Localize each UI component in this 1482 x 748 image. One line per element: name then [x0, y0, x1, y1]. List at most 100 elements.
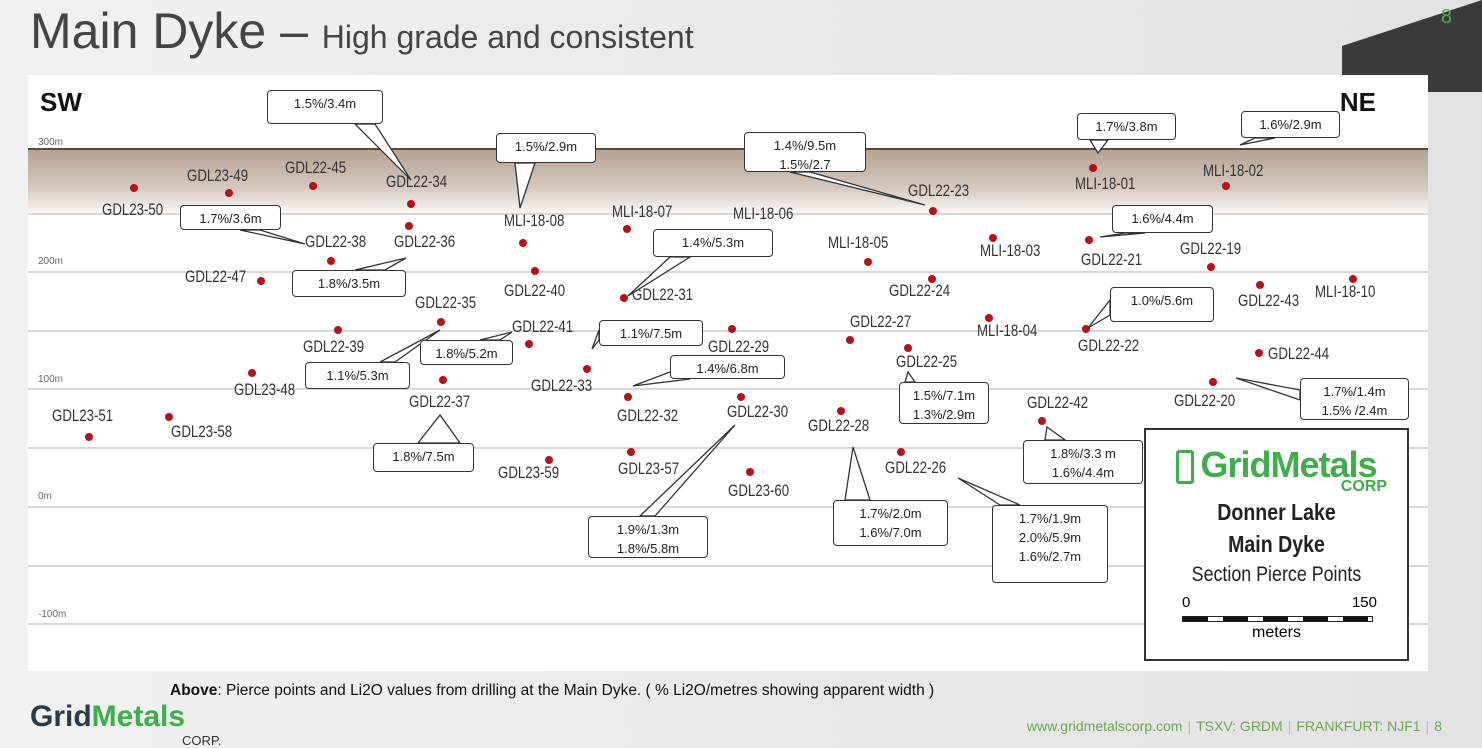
drillhole-label: GDL22-28 — [808, 416, 870, 435]
legend-brand-text: GridMetals — [1200, 444, 1377, 485]
drillhole-label: MLI-18-01 — [1075, 174, 1136, 193]
drillhole-label: GDL22-31 — [632, 285, 694, 304]
grade-callout: 1.4%/6.8m — [670, 355, 785, 379]
grade-callout: 1.8%/5.2m — [420, 340, 513, 365]
grade-value: 1.0%/5.6m — [1130, 293, 1194, 308]
grade-value: 1.8%/7.5m — [392, 449, 455, 464]
pierce-point-dot — [1222, 182, 1230, 190]
drillhole-label: GDL22-40 — [504, 281, 566, 300]
grade-value: 1.4%/6.8m — [696, 361, 759, 376]
drillhole-label: GDL23-48 — [234, 380, 296, 399]
pierce-point-dot — [1207, 263, 1215, 271]
grade-callout: 1.0%/5.6m — [1110, 287, 1214, 322]
footer-url[interactable]: www.gridmetalscorp.com — [1026, 718, 1183, 734]
legend-line1: Donner Lake — [1217, 499, 1336, 525]
grade-value: 1.5%/2.9m — [514, 139, 578, 154]
drillhole-label: GDL22-45 — [285, 158, 347, 177]
caption: Above: Pierce points and Li2O values fro… — [170, 682, 934, 700]
drillhole-label: GDL22-21 — [1081, 250, 1143, 269]
drillhole-label: GDL22-38 — [305, 232, 367, 251]
grade-callout: 1.7%/3.8m — [1077, 113, 1176, 140]
drillhole-label: GDL22-35 — [415, 293, 477, 312]
logo-grid: Grid — [30, 700, 92, 733]
overburden-terrain — [28, 148, 1428, 214]
pierce-point-dot — [897, 448, 905, 456]
callout-pointer — [479, 331, 513, 341]
callout-pointer — [1239, 137, 1276, 146]
pierce-point-dot — [85, 433, 93, 441]
pierce-point-dot — [837, 407, 845, 415]
pierce-point-dot — [1089, 164, 1097, 172]
drillhole-label: GDL23-58 — [171, 422, 233, 441]
grade-value: 1.7%/1.9m — [1018, 511, 1082, 526]
drillhole-label: GDL22-33 — [531, 376, 593, 395]
slide-title: Main Dyke – High grade and consistent — [30, 2, 694, 60]
pierce-point-dot — [928, 275, 936, 283]
grade-value: 1.4%/5.3m — [681, 235, 745, 250]
grade-value: 1.4%/9.5m — [773, 138, 837, 153]
grade-value: 1.6%/2.7m — [1018, 549, 1082, 564]
drillhole-label: GDL22-34 — [386, 172, 448, 191]
elevation-gridline — [28, 213, 1428, 215]
scale-min: 0 — [1182, 594, 1191, 611]
pierce-point-dot — [746, 468, 754, 476]
pierce-point-dot — [846, 336, 854, 344]
elevation-gridline — [28, 506, 1428, 508]
drillhole-label: GDL22-44 — [1268, 344, 1330, 363]
grade-value: 1.3%/2.9m — [912, 407, 976, 422]
pierce-point-dot — [904, 344, 912, 352]
callout-pointer — [1099, 232, 1146, 238]
title-main: Main Dyke — [30, 3, 267, 59]
drillhole-label: GDL23-59 — [498, 463, 560, 482]
pierce-point-dot — [439, 376, 447, 384]
pierce-point-dot — [985, 314, 993, 322]
drillhole-label: GDL22-32 — [617, 406, 679, 425]
footer-page: 8 — [1434, 718, 1442, 734]
drillhole-label: GDL23-57 — [618, 459, 680, 478]
page-number: 8 — [1440, 6, 1452, 28]
drillhole-label: GDL22-47 — [185, 267, 247, 286]
gridmetals-logo: GridMetals — [30, 700, 185, 734]
grade-value: 1.6%/4.4m — [1051, 465, 1115, 480]
grade-callout: 1.7%/3.6m — [180, 205, 281, 230]
pierce-point-dot — [334, 326, 342, 334]
grade-value: 1.5%/7.1m — [912, 388, 976, 403]
elevation-label: 200m — [38, 256, 64, 267]
drillhole-label: GDL22-37 — [409, 392, 471, 411]
grade-value: 1.8%/3.5m — [317, 276, 381, 291]
drillhole-label: GDL22-41 — [512, 317, 574, 336]
footer-frankfurt: FRANKFURT: NJF1 — [1296, 718, 1421, 734]
legend-line2: Main Dyke — [1228, 531, 1325, 557]
pierce-point-dot — [929, 207, 937, 215]
grade-value: 1.6%/7.0m — [859, 525, 922, 540]
title-subtitle: High grade and consistent — [321, 19, 694, 55]
callout-pointer — [1088, 139, 1110, 155]
drillhole-label: GDL22-43 — [1238, 291, 1300, 310]
grade-value: 1.6%/4.4m — [1131, 211, 1194, 226]
pierce-point-dot — [1256, 281, 1264, 289]
grade-callout: 1.1%/5.3m — [305, 362, 410, 389]
drillhole-label: MLI-18-04 — [977, 321, 1038, 340]
pierce-point-dot — [624, 393, 632, 401]
callout-pointer — [514, 162, 536, 209]
drillhole-label: GDL22-29 — [708, 337, 770, 356]
pierce-point-dot — [327, 257, 335, 265]
pierce-point-dot — [225, 189, 233, 197]
sw-label: SW — [40, 87, 82, 117]
elevation-gridline — [28, 565, 1428, 567]
elevation-label: 0m — [38, 491, 52, 502]
grade-callout: 1.1%/7.5m — [599, 320, 703, 346]
drillhole-label: GDL22-25 — [896, 352, 958, 371]
footer-ticker: TSXV: GRDM — [1196, 718, 1283, 734]
grade-callout: 1.8%/7.5m — [373, 443, 474, 472]
pierce-point-dot — [1349, 275, 1357, 283]
drillhole-label: GDL22-23 — [908, 181, 970, 200]
pierce-point-dot — [130, 184, 138, 192]
elevation-gridline — [28, 271, 1428, 273]
